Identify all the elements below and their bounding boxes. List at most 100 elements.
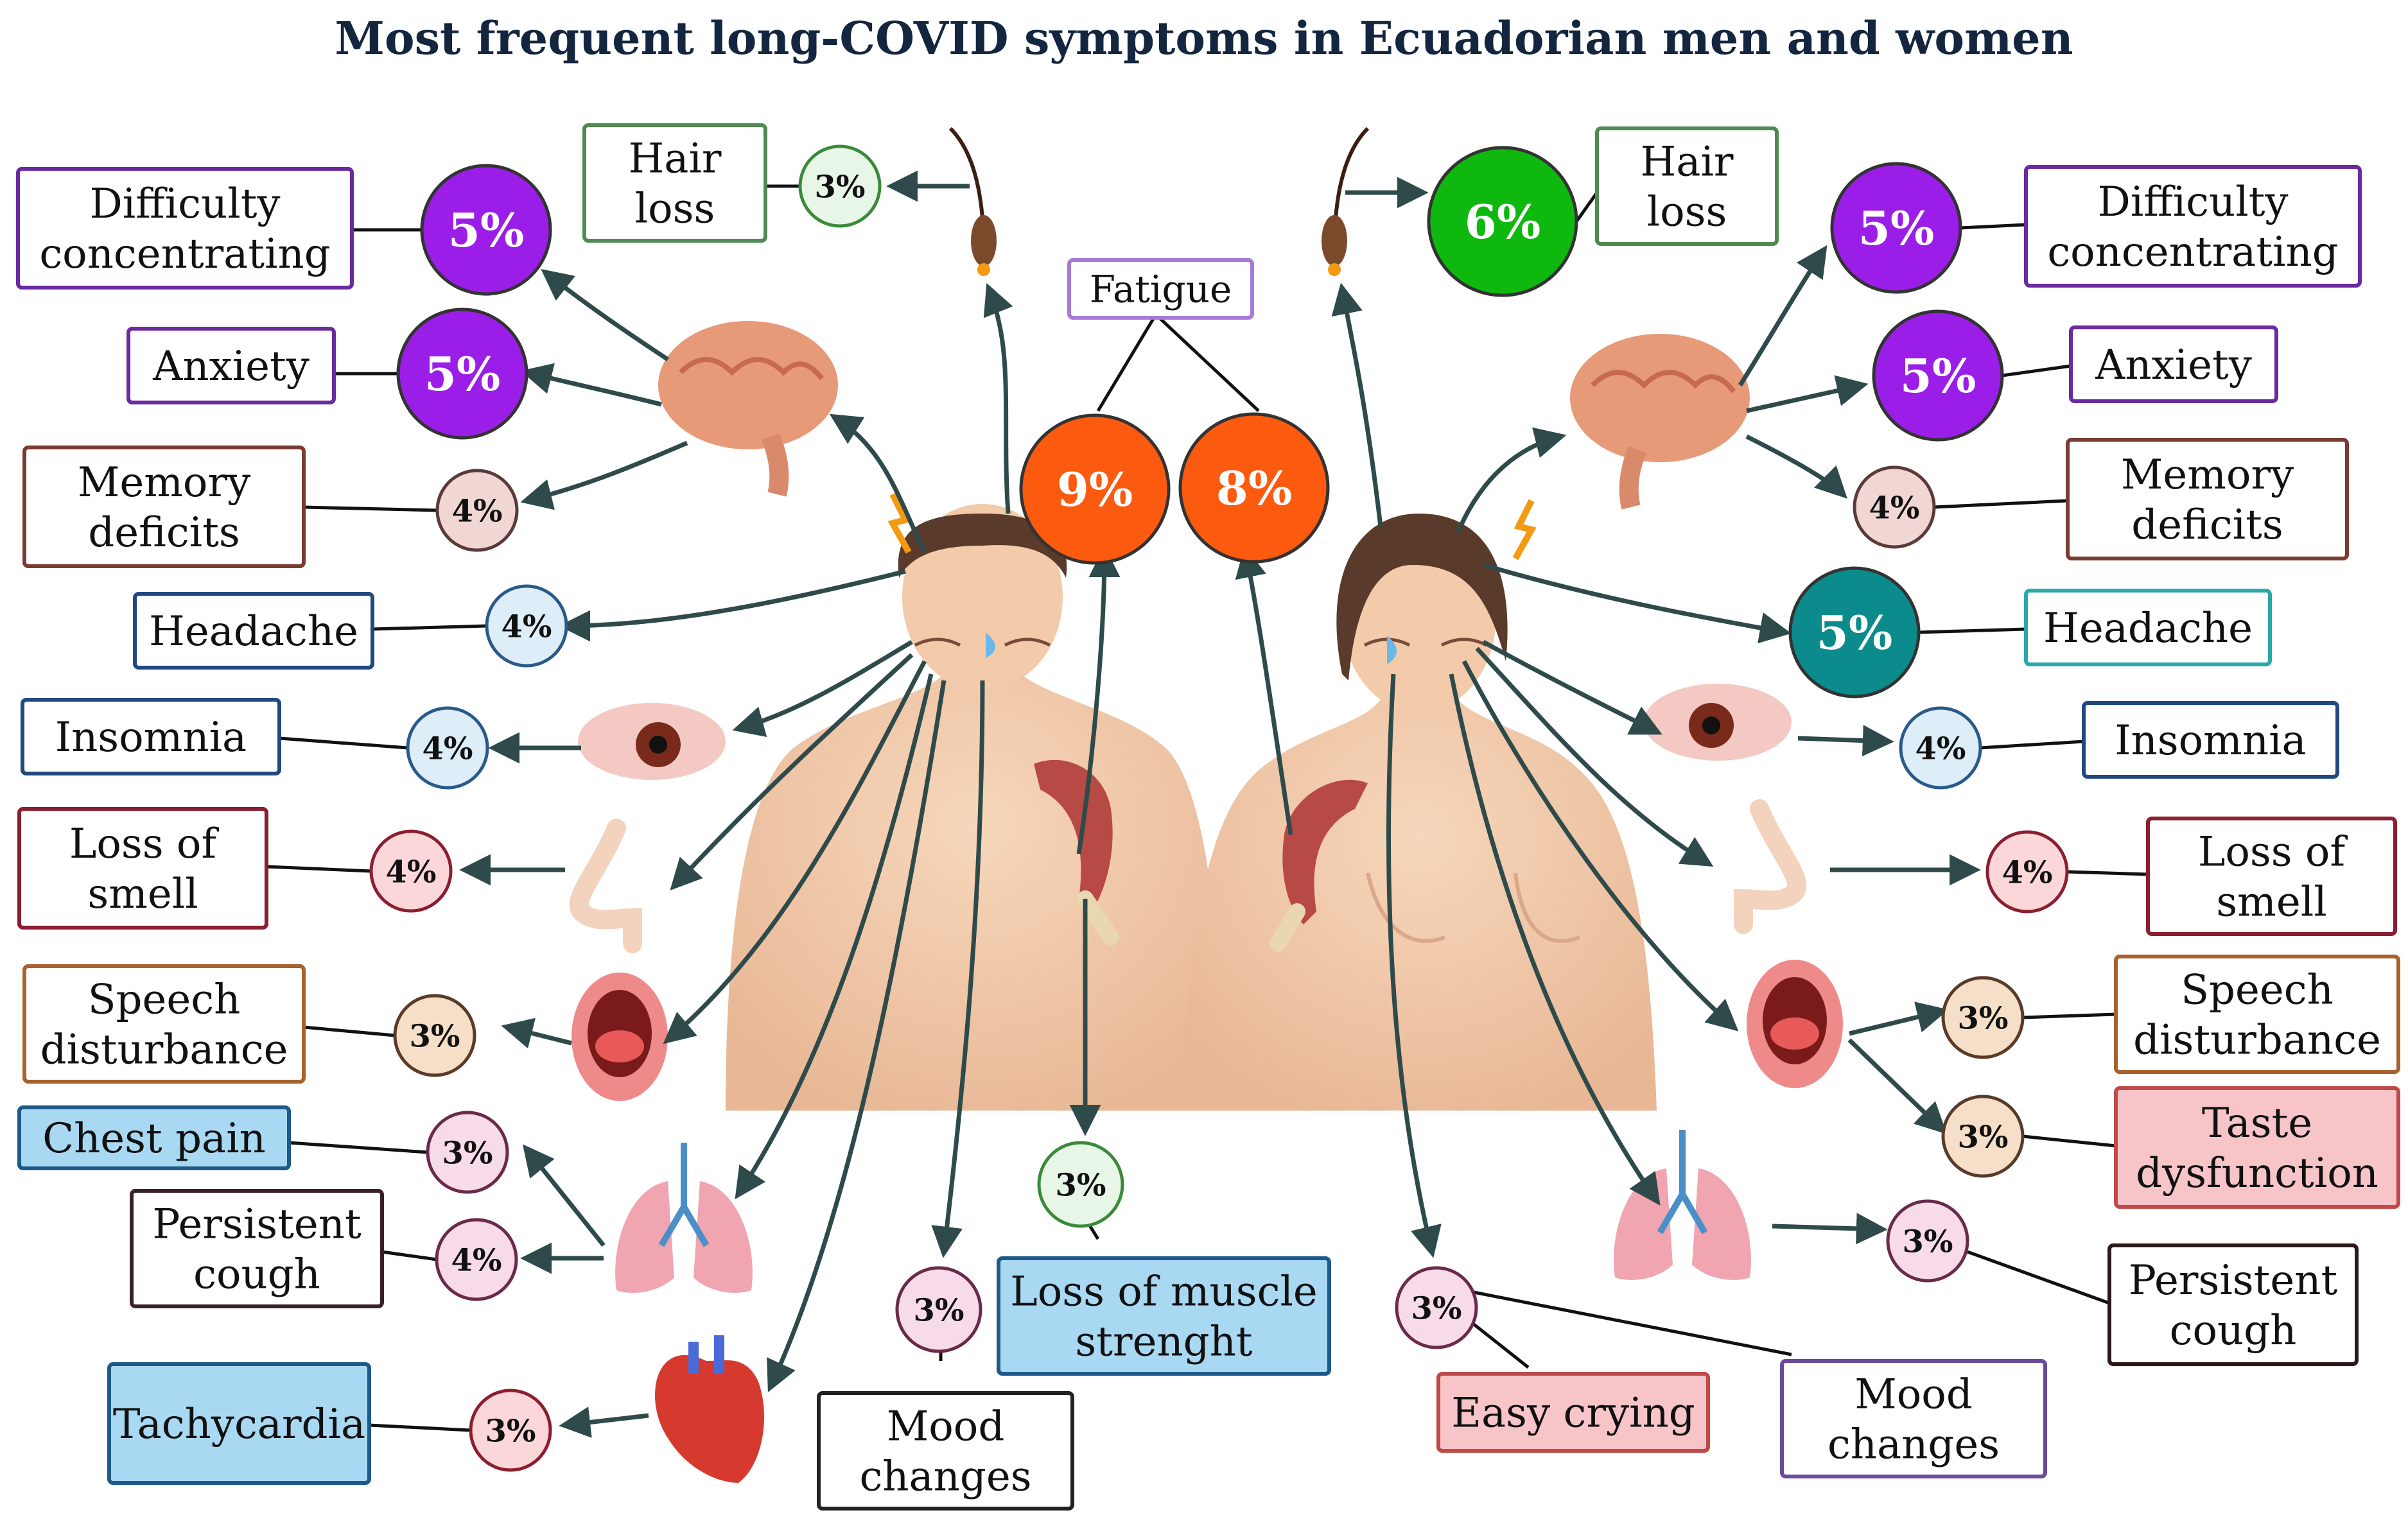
- circle-women-memory-deficits-disc: [1853, 465, 1936, 549]
- value-link-line: [372, 624, 487, 631]
- box-men-chest-pain-frame: [17, 1105, 291, 1170]
- circle-women-persistent-cough: 3%: [1886, 1199, 1969, 1283]
- circle-women-hair-loss-disc: [1427, 146, 1578, 297]
- box-men-mood-changes-label-line: changes: [859, 1453, 1031, 1500]
- circle-women-memory-deficits: 4%: [1853, 465, 1936, 549]
- eye-icon-men: [578, 703, 726, 780]
- circle-fatigue-men-value: 9%: [1057, 462, 1133, 517]
- hair-follicle-icon-women: [1322, 126, 1370, 276]
- circle-men-loss-of-smell: 4%: [369, 829, 453, 913]
- circle-fatigue-men-disc: [1019, 413, 1171, 565]
- box-women-taste-dysfunction-label-line: dysfunction: [2136, 1150, 2378, 1197]
- man-figure: [726, 492, 1226, 1111]
- box-men-headache-frame: [133, 592, 374, 670]
- circle-women-headache-value: 5%: [1817, 605, 1893, 660]
- eye-icon-women: [1644, 684, 1792, 761]
- circle-men-anxiety-disc: [396, 307, 528, 440]
- circle-men-anxiety-value: 5%: [424, 347, 501, 401]
- circle-women-speech-disturbance-disc: [1941, 976, 2025, 1059]
- circle-men-difficulty-concentrating-value: 5%: [448, 203, 525, 257]
- circle-men-hair-loss-disc: [798, 144, 882, 228]
- box-women-difficulty-concentrating-label-line: concentrating: [2047, 229, 2338, 276]
- circle-men-loss-of-muscle-strength: 3%: [1037, 1141, 1124, 1228]
- box-men-chest-pain-label-line: Chest pain: [42, 1115, 266, 1163]
- box-women-insomnia-label-line: Insomnia: [2115, 717, 2306, 765]
- box-women-headache: Headache: [2024, 589, 2272, 666]
- circle-women-loss-of-smell-value: 4%: [2002, 854, 2052, 890]
- circle-women-anxiety: 5%: [1872, 309, 2004, 442]
- circle-women-memory-deficits-value: 4%: [1869, 490, 1919, 526]
- box-women-loss-of-smell-label-line: smell: [2216, 878, 2326, 926]
- box-men-speech-disturbance-frame: [22, 964, 306, 1084]
- box-women-easy-crying-label-line: Easy crying: [1451, 1389, 1695, 1437]
- man-face: [902, 504, 1063, 690]
- box-women-hair-loss-label-line: Hair: [1640, 138, 1733, 186]
- box-men-mood-changes-frame: [817, 1391, 1074, 1511]
- box-men-hair-loss-label-line: Hair: [628, 135, 721, 182]
- box-women-difficulty-concentrating-label-line: Difficulty: [2097, 178, 2288, 226]
- circle-women-easy-crying-disc: [1395, 1266, 1478, 1349]
- circle-fatigue-men: 9%: [1019, 413, 1171, 565]
- box-women-difficulty-concentrating-frame: [2024, 165, 2362, 288]
- box-women-mood-changes-frame: [1780, 1359, 2047, 1478]
- box-women-anxiety: Anxiety: [2069, 325, 2278, 403]
- box-men-memory-deficits-label-line: Memory: [78, 459, 250, 507]
- circle-men-headache-value: 4%: [501, 609, 552, 645]
- value-link-line: [369, 1423, 471, 1432]
- circle-women-difficulty-concentrating-value: 5%: [1858, 201, 1935, 255]
- circle-women-taste-dysfunction-value: 3%: [1957, 1119, 2008, 1155]
- circle-men-memory-deficits-disc: [435, 469, 519, 552]
- box-women-speech-disturbance-label-line: disturbance: [2133, 1016, 2381, 1064]
- circle-men-hair-loss-value: 3%: [814, 169, 865, 205]
- box-women-loss-of-smell-frame: [2146, 817, 2397, 936]
- circle-women-insomnia-value: 4%: [1915, 731, 1966, 766]
- circle-women-persistent-cough-disc: [1886, 1199, 1969, 1283]
- value-link-line: [1918, 627, 2027, 634]
- box-fatigue-frame: [1067, 258, 1254, 320]
- box-women-easy-crying: Easy crying: [1436, 1372, 1710, 1453]
- value-link-line: [288, 1141, 428, 1154]
- diagram-title: Most frequent long-COVID symptoms in Ecu…: [335, 12, 2073, 65]
- circle-men-anxiety: 5%: [396, 307, 528, 440]
- box-women-mood-changes-label-line: changes: [1828, 1421, 2000, 1468]
- circle-women-speech-disturbance-value: 3%: [1957, 1000, 2008, 1036]
- box-men-tachycardia-frame: [107, 1362, 371, 1485]
- brain-icon-men: [658, 321, 838, 497]
- circle-women-anxiety-value: 5%: [1900, 349, 1976, 403]
- box-men-loss-of-smell-frame: [17, 807, 268, 930]
- tear-icon: [986, 632, 995, 658]
- circle-fatigue-women: 8%: [1178, 412, 1330, 564]
- circle-men-speech-disturbance-value: 3%: [409, 1018, 460, 1054]
- circle-men-persistent-cough-value: 4%: [451, 1242, 502, 1278]
- muscle-icon: [1034, 759, 1113, 912]
- circle-men-hair-loss: 3%: [798, 144, 882, 228]
- label-boxes: HairlossDifficultyconcentratingAnxietyMe…: [16, 123, 2400, 1511]
- mouth-icon-women: [1747, 960, 1843, 1088]
- circle-men-loss-of-smell-disc: [369, 829, 453, 913]
- circle-men-speech-disturbance-disc: [393, 994, 476, 1077]
- box-men-difficulty-concentrating-label-line: Difficulty: [89, 180, 280, 228]
- circle-women-hair-loss: 6%: [1427, 146, 1578, 297]
- box-fatigue: Fatigue: [1067, 258, 1254, 320]
- circle-men-chest-pain: 3%: [426, 1111, 509, 1194]
- value-link-line: [1960, 223, 2027, 230]
- circle-women-loss-of-smell-disc: [1985, 830, 2069, 914]
- circle-men-insomnia-value: 4%: [422, 731, 473, 766]
- box-women-persistent-cough-label-line: cough: [2170, 1307, 2297, 1355]
- circle-men-mood-changes-value: 3%: [913, 1292, 964, 1328]
- box-men-speech-disturbance-label-line: Speech: [88, 976, 241, 1023]
- circle-women-easy-crying: 3%: [1395, 1266, 1478, 1349]
- brain-icon-women: [1570, 334, 1750, 510]
- box-men-insomnia: Insomnia: [21, 698, 281, 775]
- circle-men-speech-disturbance: 3%: [393, 994, 476, 1077]
- box-women-taste-dysfunction-label-line: Taste: [2202, 1100, 2312, 1147]
- value-link-line: [2066, 870, 2149, 876]
- box-men-loss-of-smell-label-line: smell: [87, 870, 198, 918]
- box-women-easy-crying-frame: [1436, 1372, 1710, 1453]
- circle-men-difficulty-concentrating-disc: [420, 164, 552, 296]
